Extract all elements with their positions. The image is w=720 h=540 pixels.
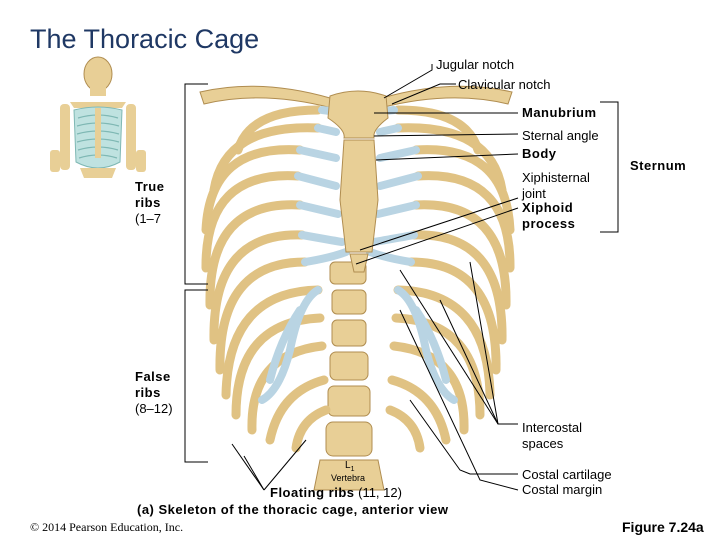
sternal-body-shape bbox=[339, 139, 379, 253]
floating-ribs-title: Floating ribs bbox=[270, 485, 355, 500]
body-label: Body bbox=[522, 146, 557, 161]
vertebra-letter: L bbox=[345, 460, 351, 471]
false-ribs-label-2: ribs bbox=[135, 385, 161, 400]
true-ribs-label-2: ribs bbox=[135, 195, 161, 210]
vertebra-word-label: Vertebra bbox=[331, 473, 366, 483]
manubrium-label: Manubrium bbox=[522, 105, 597, 120]
floating-ribs-range: (11, 12) bbox=[354, 485, 402, 500]
jugular-notch-label: Jugular notch bbox=[436, 57, 515, 72]
costal-cartilages bbox=[258, 106, 458, 404]
process-label: process bbox=[522, 216, 576, 231]
clavicular-notch-label: Clavicular notch bbox=[458, 77, 551, 92]
xiphisternal-label: Xiphisternal bbox=[522, 170, 590, 185]
figure-caption: (a) Skeleton of the thoracic cage, anter… bbox=[137, 502, 449, 517]
skeleton-thumbnail bbox=[50, 56, 146, 178]
sternal-angle-label: Sternal angle bbox=[522, 128, 599, 143]
true-ribs-label-3: (1–7 bbox=[135, 211, 162, 226]
sternum bbox=[327, 90, 389, 273]
floating-ribs-label: Floating ribs (11, 12) bbox=[270, 485, 402, 501]
leader-lines bbox=[231, 64, 519, 491]
false-ribs-label-3: (8–12) bbox=[135, 401, 173, 416]
intercostal-label-1: Intercostal bbox=[522, 420, 582, 435]
vertebra-l1-label: L1 bbox=[345, 460, 354, 473]
page-title: The Thoracic Cage bbox=[30, 24, 260, 54]
figure-number: Figure 7.24a bbox=[622, 519, 704, 535]
joint-label: joint bbox=[522, 186, 546, 201]
brackets bbox=[184, 83, 619, 463]
intercostal-label-2: spaces bbox=[522, 436, 564, 451]
manubrium-shape bbox=[327, 90, 389, 139]
false-ribs-label-1: False bbox=[135, 369, 171, 384]
vertebral-column bbox=[313, 261, 385, 491]
costal-cartilage-label: Costal cartilage bbox=[522, 467, 612, 482]
true-ribs-label-1: True bbox=[135, 179, 165, 194]
xiphoid-label: Xiphoid bbox=[522, 200, 574, 215]
costal-margin-label: Costal margin bbox=[522, 482, 603, 497]
sternum-label: Sternum bbox=[630, 158, 687, 173]
vertebra-number: 1 bbox=[350, 466, 355, 473]
copyright-notice: © 2014 Pearson Education, Inc. bbox=[30, 520, 184, 534]
